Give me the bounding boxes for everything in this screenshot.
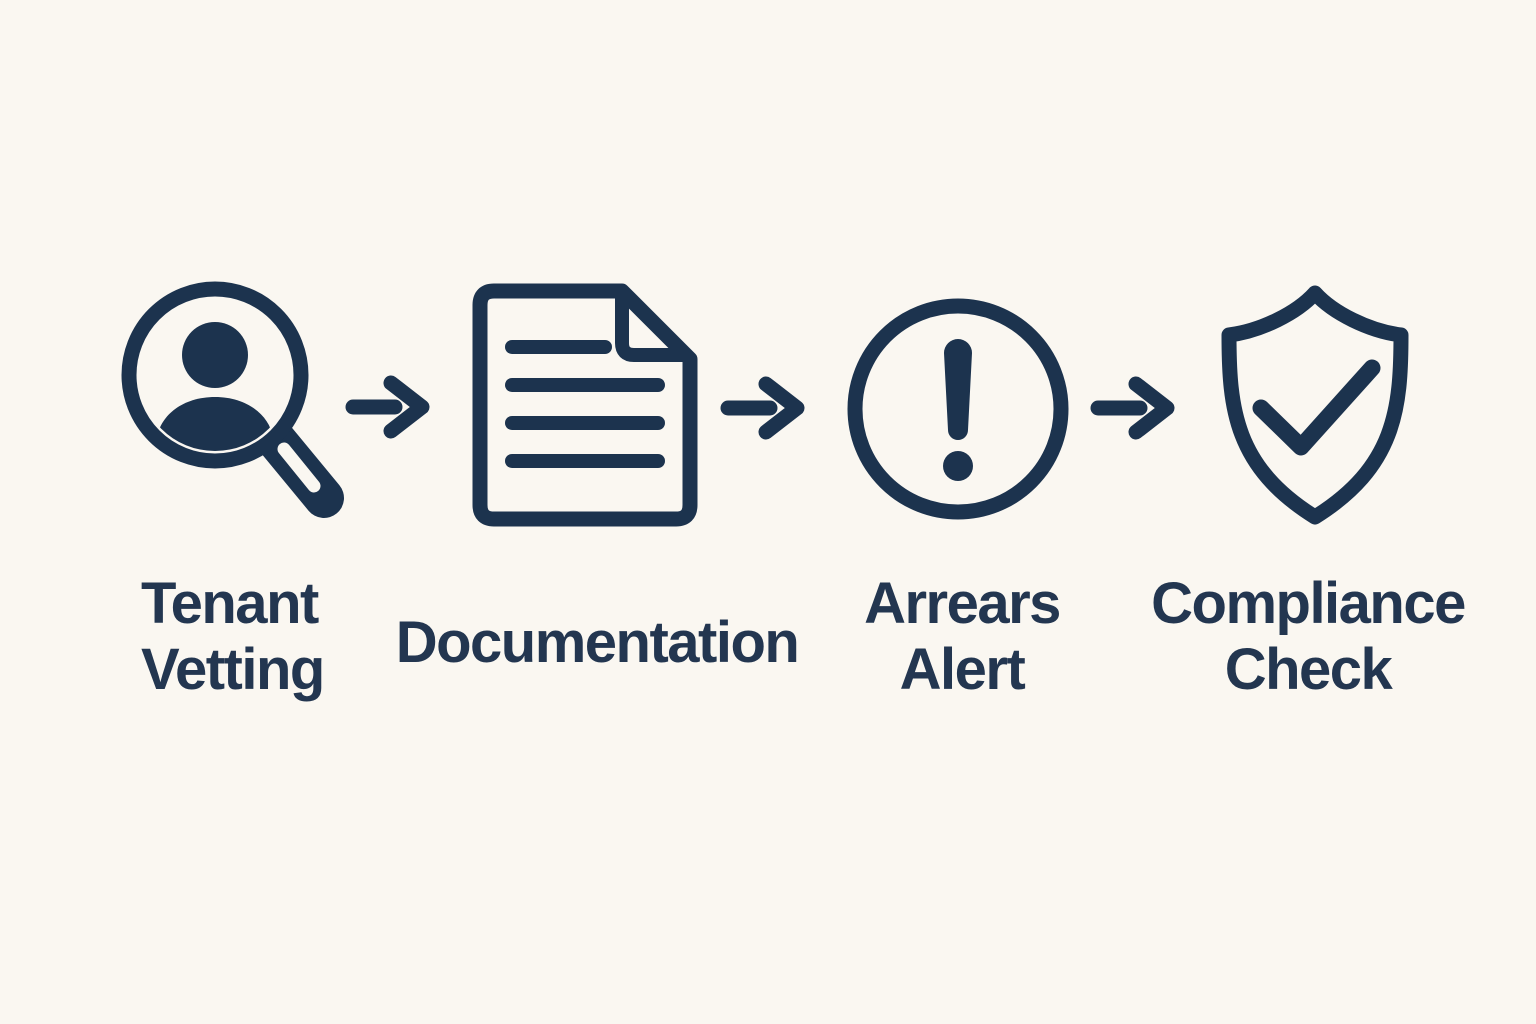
step-label-line: Arrears [864, 571, 1061, 636]
person-search-icon [120, 280, 346, 520]
step-label-line: Compliance [1151, 571, 1466, 636]
step-label-line: Vetting [141, 637, 325, 702]
step-label-line: Alert [899, 637, 1026, 702]
arrow-right-icon [720, 375, 809, 441]
step-label-line: Documentation [395, 610, 800, 675]
step-label-line: Tenant [141, 571, 319, 636]
document-icon [472, 283, 698, 527]
step-label-line: Check [1224, 637, 1393, 702]
arrow-right-icon [1090, 375, 1179, 441]
step-label-documentation: Documentation [395, 610, 800, 676]
step-label-compliance-check: Compliance Check [1151, 571, 1466, 703]
step-label-tenant-vetting: Tenant Vetting [141, 571, 325, 703]
step-label-arrears-alert: Arrears Alert [864, 571, 1061, 703]
arrow-right-icon [345, 374, 434, 440]
alert-circle-icon [845, 296, 1071, 522]
shield-check-icon [1209, 281, 1421, 527]
